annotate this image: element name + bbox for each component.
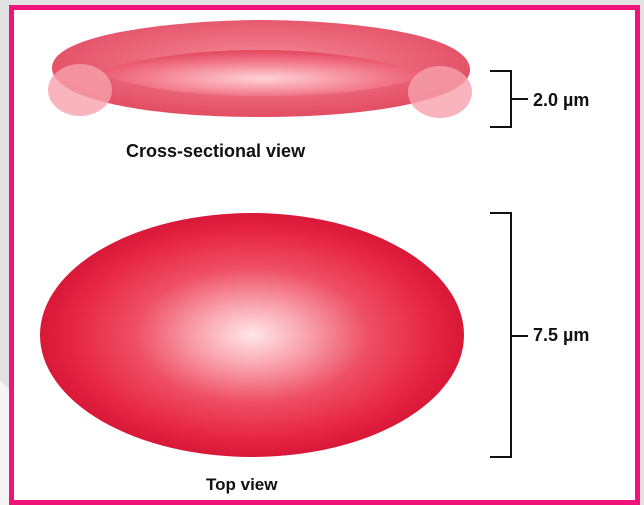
diameter-bracket xyxy=(490,213,528,457)
thickness-bracket xyxy=(490,71,528,127)
top-view-cell xyxy=(40,213,464,457)
diameter-label: 7.5 µm xyxy=(533,325,589,346)
cross-section-caption: Cross-sectional view xyxy=(126,141,305,162)
thickness-label: 2.0 µm xyxy=(533,90,589,111)
cross-section-cell xyxy=(48,20,472,118)
top-view-caption: Top view xyxy=(206,475,277,495)
